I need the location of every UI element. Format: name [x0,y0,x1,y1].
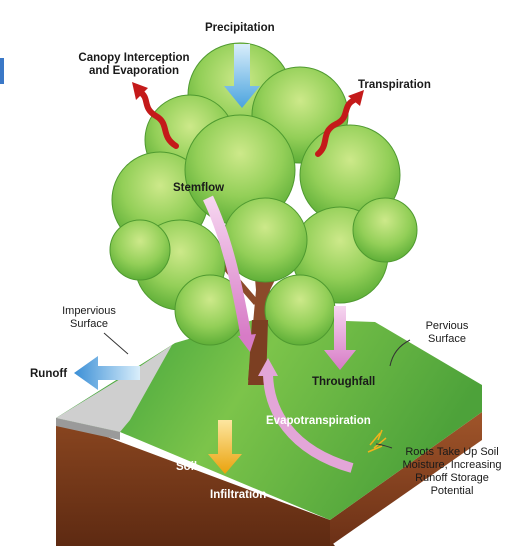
ground-block [56,318,482,546]
stemflow-arrowhead [238,334,256,352]
edge-marker [0,58,4,84]
label-canopy-line2: and Evaporation [88,65,180,77]
label-roots-line2: Moisture, Increasing [402,459,502,471]
runoff-arrow [74,356,140,390]
label-soil: Soil [176,461,198,473]
label-roots-take-up: Roots Take Up Soil Moisture, Increasing … [390,446,514,498]
soil-front-face-main [56,418,330,546]
label-pervious-line2: Surface [428,333,466,345]
transpiration-arrowhead [348,90,364,106]
grass-surface [56,318,482,520]
canopy-evaporation-arrow [137,89,179,149]
infiltration-arrow [208,420,242,474]
label-impervious-surface: Impervious Surface [54,305,124,331]
pavement-edge [56,418,120,440]
pervious-pointer [389,339,411,367]
label-pervious-line1: Pervious [425,320,469,332]
transpiration-arrow [315,97,357,157]
label-roots-line4: Potential [430,485,474,497]
arrows [74,44,411,474]
impervious-pavement [56,345,172,432]
label-precipitation: Precipitation [205,22,275,34]
throughfall-arrow [324,306,356,370]
label-impervious-line2: Surface [70,318,108,330]
stemflow-arrow [203,195,252,337]
label-roots-line1: Roots Take Up Soil [405,446,499,458]
label-roots-line3: Runoff Storage [415,472,489,484]
evapotranspiration-arrowhead [258,358,278,376]
label-throughfall: Throughfall [312,376,376,388]
label-runoff: Runoff [30,368,68,380]
label-pervious-surface: Pervious Surface [412,320,482,346]
impervious-pointer [103,332,129,355]
label-transpiration: Transpiration [358,79,431,91]
roots-pointer [375,443,393,449]
label-evapotranspiration: Evapotranspiration [266,415,371,427]
roots-icon [367,429,387,453]
soil-side-face [330,412,482,546]
label-infiltration: Infiltration [210,489,267,501]
precipitation-arrow [224,44,260,108]
label-stemflow: Stemflow [173,182,225,194]
label-canopy-interception: Canopy Interception and Evaporation [78,52,190,78]
label-canopy-line1: Canopy Interception [78,52,190,64]
evapotranspiration-arrow [263,371,354,473]
label-impervious-line1: Impervious [62,305,116,317]
canopy-evaporation-arrowhead [132,82,148,100]
